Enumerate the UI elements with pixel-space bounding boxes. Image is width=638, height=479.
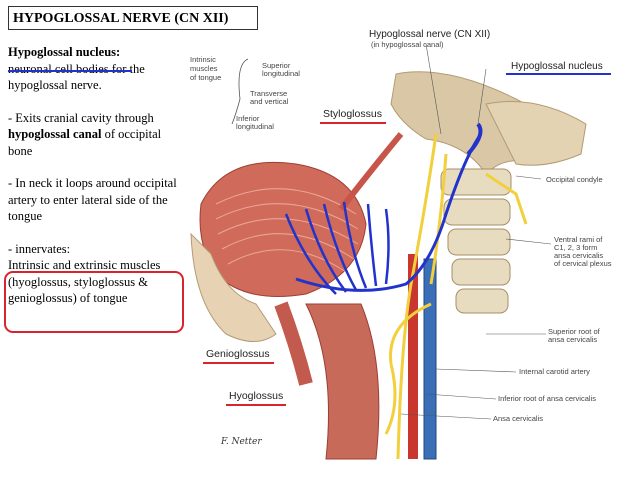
exit-bold: hypoglossal canal [8,127,102,141]
nerve-bundle [384,133,528,460]
styloglossus-label: Styloglossus [323,108,382,120]
exit-text-b: of occipital bone [8,127,162,158]
innervates-label: - innervates: [8,241,71,256]
page-title: HYPOGLOSSAL NERVE (CN XII) [8,6,258,30]
hypoglossal-nerve-course [295,133,483,292]
anatomy-illustration: Hypoglossal nerve (CN XII) (in hypogloss… [190,29,612,460]
innervates-highlight-box [4,271,184,333]
cn12-label: Hypoglossal nerve (CN XII) [369,29,490,40]
hyoglossus-label: Hyoglossus [229,390,283,402]
nucleus-label: Hypoglossal nucleus [511,61,603,72]
intrinsic-label: Intrinsic muscles of tongue [190,55,221,82]
tongue [199,161,367,297]
occipital-condyle-label: Occipital condyle [546,175,603,184]
genioglossus-label: Genioglossus [206,348,270,360]
nucleus-heading: Hypoglossal nucleus: [8,45,121,59]
netter-signature: F. Netter [220,437,262,447]
styloglossus-muscle [338,132,404,211]
superior-longitudinal-label: Superior longitudinal [262,61,300,78]
nucleus-underline [8,70,132,72]
intrinsic-bracket [231,58,249,125]
hyoglossus-muscle [274,301,313,386]
transverse-label: Transverse and vertical [250,89,289,106]
cervical-vertebrae [440,168,512,314]
neck-muscles [305,303,380,460]
hypoglossal-nucleus-marker [466,122,483,156]
mandible [190,232,277,342]
innervates-text: Intrinsic and extrinsic muscles (hyoglos… [8,258,161,305]
superior-root-label: Superior root of ansa cervicalis [548,327,602,344]
inferior-longitudinal-label: Inferior longitudinal [236,114,274,131]
carotid-artery-red [408,254,418,459]
ansa-cervicalis-label: Ansa cervicalis [493,414,543,423]
loop-note: - In neck it loops around occipital arte… [8,176,177,223]
ventral-rami-label: Ventral rami of C1, 2, 3 form ansa cervi… [554,235,612,268]
nucleus-note: Hypoglossal nucleus: neuronal cell bodie… [8,44,186,94]
occipital-bone [485,101,587,166]
innervates-note: - innervates: Intrinsic and extrinsic mu… [8,241,186,307]
internal-carotid-label: Internal carotid artery [519,367,590,376]
internal-carotid-artery [423,258,437,460]
notes-panel: Hypoglossal nucleus: neuronal cell bodie… [8,44,186,323]
exit-text-a: - Exits cranial cavity through [8,110,154,125]
nerve-branches [284,201,390,295]
exit-note: - Exits cranial cavity through hypogloss… [8,110,186,160]
inferior-root-label: Inferior root of ansa cervicalis [498,394,596,403]
cn12-sub-label: (in hypoglossal canal) [371,40,444,49]
leader-lines [400,43,552,420]
nucleus-text: neuronal cell bodies for the hypoglossal… [8,61,145,93]
